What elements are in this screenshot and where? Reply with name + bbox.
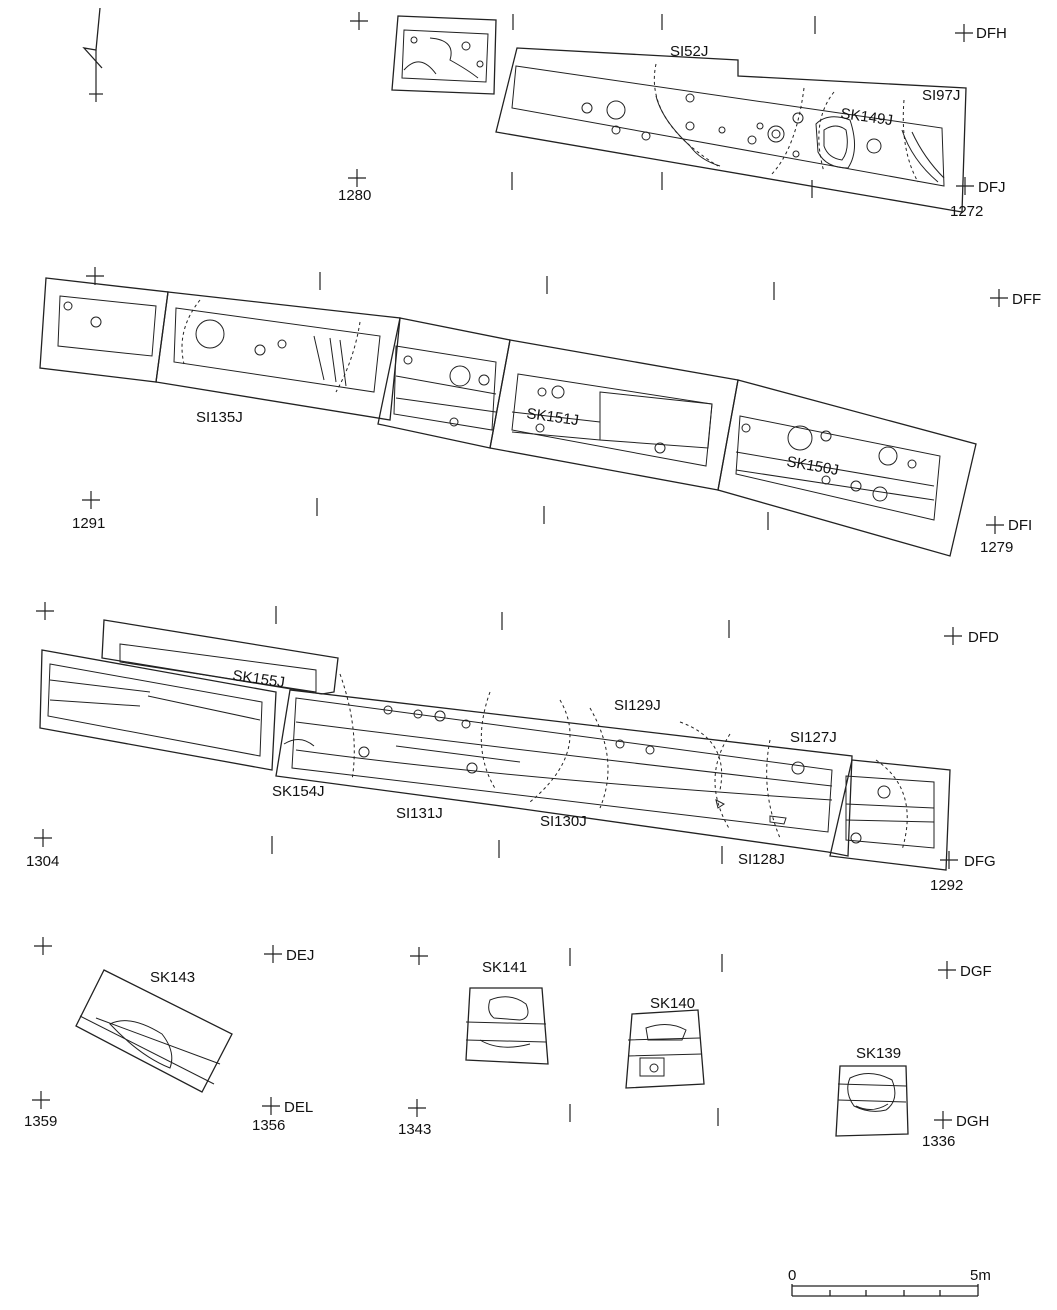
grid-label-del: DEL (284, 1099, 313, 1116)
grid-label-dff: DFF (1012, 291, 1041, 308)
grid-label-1272: 1272 (950, 203, 983, 220)
feature-label-si131j: SI131J (396, 805, 443, 822)
section-1 (348, 12, 974, 213)
feature-label-sk141: SK141 (482, 959, 527, 976)
grid-label-1336: 1336 (922, 1133, 955, 1150)
grid-label-dfh: DFH (976, 25, 1007, 42)
feature-label-si97j: SI97J (922, 87, 960, 104)
grid-labels: DFH DFJ 1280 1272 DFF DFI 1291 1279 DFD … (24, 25, 1041, 1150)
feature-label-sk140: SK140 (650, 995, 695, 1012)
grid-label-dej: DEJ (286, 947, 314, 964)
grid-label-dfd: DFD (968, 629, 999, 646)
feature-label-sk149j: SK149J (839, 105, 893, 129)
grid-label-1304: 1304 (26, 853, 59, 870)
grid-label-1356: 1356 (252, 1117, 285, 1134)
grid-label-dfj: DFJ (978, 179, 1006, 196)
grid-label-1291: 1291 (72, 515, 105, 532)
feature-label-sk151j: SK151J (525, 405, 579, 429)
section-4 (32, 937, 956, 1137)
grid-label-1359: 1359 (24, 1113, 57, 1130)
feature-label-sk154j: SK154J (272, 783, 325, 800)
grid-label-dgh: DGH (956, 1113, 989, 1130)
feature-label-si135j: SI135J (196, 409, 243, 426)
grid-label-dfg: DFG (964, 853, 996, 870)
section-2 (39, 267, 1008, 557)
feature-label-sk155j: SK155J (231, 667, 285, 691)
scale-zero: 0 (788, 1267, 796, 1284)
scale-bar: 0 5m (788, 1267, 991, 1297)
grid-label-dgf: DGF (960, 963, 992, 980)
grid-label-1280: 1280 (338, 187, 371, 204)
grid-label-1292: 1292 (930, 877, 963, 894)
feature-label-si128j: SI128J (738, 851, 785, 868)
section-3 (34, 602, 962, 871)
feature-label-sk150j: SK150J (785, 453, 840, 479)
feature-label-si130j: SI130J (540, 813, 587, 830)
feature-label-si52j: SI52J (670, 43, 708, 60)
feature-label-si129j: SI129J (614, 697, 661, 714)
feature-labels: SI52J SI97J SK149J SI135J SK151J SK150J … (150, 43, 960, 1062)
feature-label-si127j: SI127J (790, 729, 837, 746)
feature-label-sk143: SK143 (150, 969, 195, 986)
scale-five: 5m (970, 1267, 991, 1284)
grid-label-1279: 1279 (980, 539, 1013, 556)
grid-label-1343: 1343 (398, 1121, 431, 1138)
grid-label-dfi: DFI (1008, 517, 1032, 534)
north-arrow-icon (82, 7, 103, 102)
feature-label-sk139: SK139 (856, 1045, 901, 1062)
